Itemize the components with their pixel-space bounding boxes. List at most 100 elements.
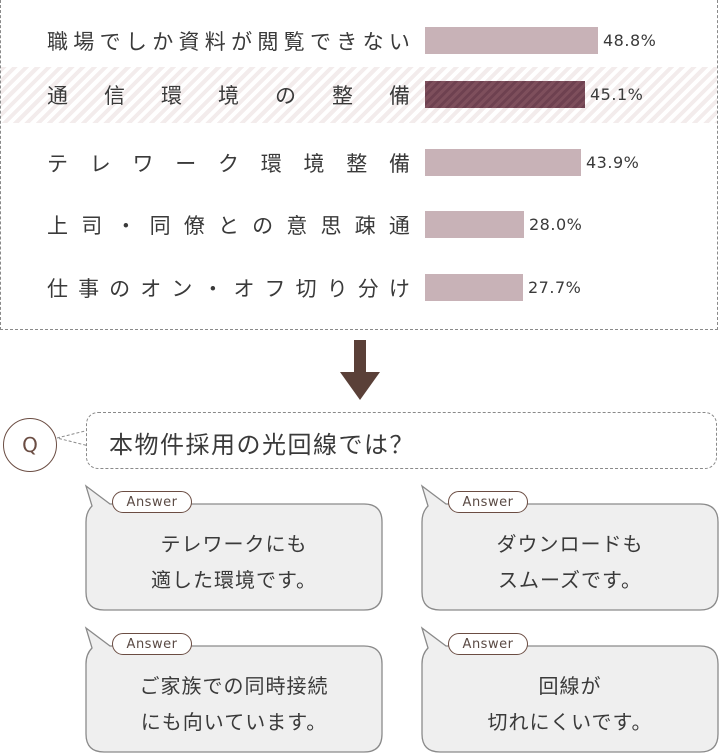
row-label-char: か [152, 30, 175, 54]
row-label-char: 備 [389, 152, 411, 176]
row-label-char: 覧 [283, 30, 306, 54]
answer-text: テレワークにも 適した環境です。 [86, 526, 382, 598]
answer-tag: Answer [448, 491, 528, 513]
row-label-char: け [388, 277, 411, 301]
answer-line-2: 切れにくいです。 [487, 710, 653, 734]
answer-tag: Answer [448, 633, 528, 655]
row-label-char: 同 [149, 214, 172, 238]
bar [425, 27, 598, 54]
answer-card: Answer ダウンロードも スムーズです。 [420, 484, 720, 614]
survey-chart: 職場でしか資料が閲覧できない 48.8% 通信環境の整備 45.1% テレワーク… [0, 0, 718, 330]
row-label-char: 環 [260, 152, 283, 176]
row-label-char: で [309, 30, 332, 54]
speech-bubble-icon [420, 484, 719, 611]
answer-card: Answer 回線が 切れにくいです。 [420, 626, 720, 756]
survey-row: 上司・同僚との意思疎通 28.0% [1, 197, 717, 253]
question-badge: Q [3, 418, 57, 472]
row-label-char: オ [233, 277, 256, 301]
survey-row: 職場でしか資料が閲覧できない 48.8% [1, 13, 717, 69]
row-label-char: 環 [161, 84, 183, 108]
row-label-char: 通 [388, 214, 411, 238]
survey-row: テレワーク環境整備 43.9% [1, 135, 717, 191]
arrow-down-icon [340, 340, 380, 400]
value-label: 27.7% [528, 278, 582, 297]
answer-line-1: テレワークにも [160, 532, 308, 556]
row-label-char: フ [264, 277, 287, 301]
row-label-char: が [231, 30, 254, 54]
bar [425, 211, 524, 238]
row-label-char: 閲 [257, 30, 280, 54]
row-label-char: 場 [73, 30, 96, 54]
value-label: 28.0% [529, 215, 583, 234]
bar [425, 81, 585, 108]
row-label-char: 僚 [183, 214, 206, 238]
row-label-char: り [326, 277, 349, 301]
row-label-char: 疎 [354, 214, 377, 238]
row-label-char: で [99, 30, 122, 54]
row-label-char: オ [140, 277, 163, 301]
question-text: 本物件採用の光回線では？ [109, 431, 415, 459]
value-label: 45.1% [590, 85, 644, 104]
row-label-char: 料 [204, 30, 227, 54]
answer-line-1: ご家族での同時接続 [139, 674, 329, 698]
row-label-char: 資 [178, 30, 201, 54]
row-label-char: 職 [47, 30, 69, 54]
row-label-char: し [125, 30, 148, 54]
row-label-char: 信 [104, 84, 126, 108]
answer-text: 回線が 切れにくいです。 [422, 668, 718, 740]
row-label-char: ・ [115, 214, 138, 238]
row-label-char: と [217, 214, 240, 238]
row-label-char: い [388, 30, 411, 54]
row-label-char: ー [175, 152, 198, 176]
answer-tag: Answer [112, 633, 192, 655]
row-label-char: 思 [320, 214, 343, 238]
survey-row: 仕事のオン・オフ切り分け 27.7% [1, 260, 717, 316]
row-label-char: き [336, 30, 359, 54]
answer-text: ダウンロードも スムーズです。 [422, 526, 718, 598]
answer-card: Answer ご家族での同時接続 にも向いています。 [84, 626, 384, 756]
row-label-char: な [362, 30, 385, 54]
row-label-char: ワ [132, 152, 155, 176]
row-label-char: 事 [78, 277, 101, 301]
answer-card: Answer テレワークにも 適した環境です。 [84, 484, 384, 614]
row-label-char: の [252, 214, 275, 238]
question-badge-label: Q [22, 433, 38, 457]
row-label-char: 通 [47, 84, 69, 108]
question-box: 本物件採用の光回線では？ [86, 412, 717, 469]
row-label-char: 境 [218, 84, 240, 108]
row-label: 職場でしか資料が閲覧できない [47, 26, 411, 56]
answer-line-2: スムーズです。 [498, 568, 642, 592]
row-label-char: ク [218, 152, 240, 176]
row-label-char: 整 [332, 84, 354, 108]
row-label-char: ン [171, 277, 194, 301]
row-label-char: の [109, 277, 132, 301]
answer-line-2: 適した環境です。 [151, 568, 317, 592]
row-label-char: 分 [357, 277, 380, 301]
speech-bubble-icon [84, 484, 383, 611]
bar [425, 149, 581, 176]
row-label-char: 上 [47, 214, 69, 238]
answer-text: ご家族での同時接続 にも向いています。 [86, 668, 382, 740]
row-label-char: 境 [303, 152, 326, 176]
answer-tag: Answer [112, 491, 192, 513]
row-label-char: レ [89, 152, 112, 176]
row-label-char: 司 [81, 214, 104, 238]
speech-connector-icon [56, 429, 89, 447]
row-label-char: 仕 [47, 277, 69, 301]
row-label-char: 備 [389, 84, 411, 108]
row-label-char: の [275, 84, 297, 108]
row-label: 通信環境の整備 [47, 80, 411, 110]
bar [425, 274, 523, 301]
row-label-char: 切 [295, 277, 318, 301]
answer-line-2: にも向いています。 [140, 710, 328, 734]
row-label-char: 意 [286, 214, 309, 238]
answer-line-1: ダウンロードも [496, 532, 644, 556]
row-label: 上司・同僚との意思疎通 [47, 210, 411, 240]
answer-line-1: 回線が [538, 674, 602, 698]
survey-row-highlighted: 通 信 環 境 の 整 備 45.1% [1, 67, 717, 123]
value-label: 48.8% [603, 31, 657, 50]
row-label: テレワーク環境整備 [47, 148, 411, 178]
row-label-char: ・ [202, 277, 225, 301]
row-label: 仕事のオン・オフ切り分け [47, 273, 411, 303]
value-label: 43.9% [586, 153, 640, 172]
